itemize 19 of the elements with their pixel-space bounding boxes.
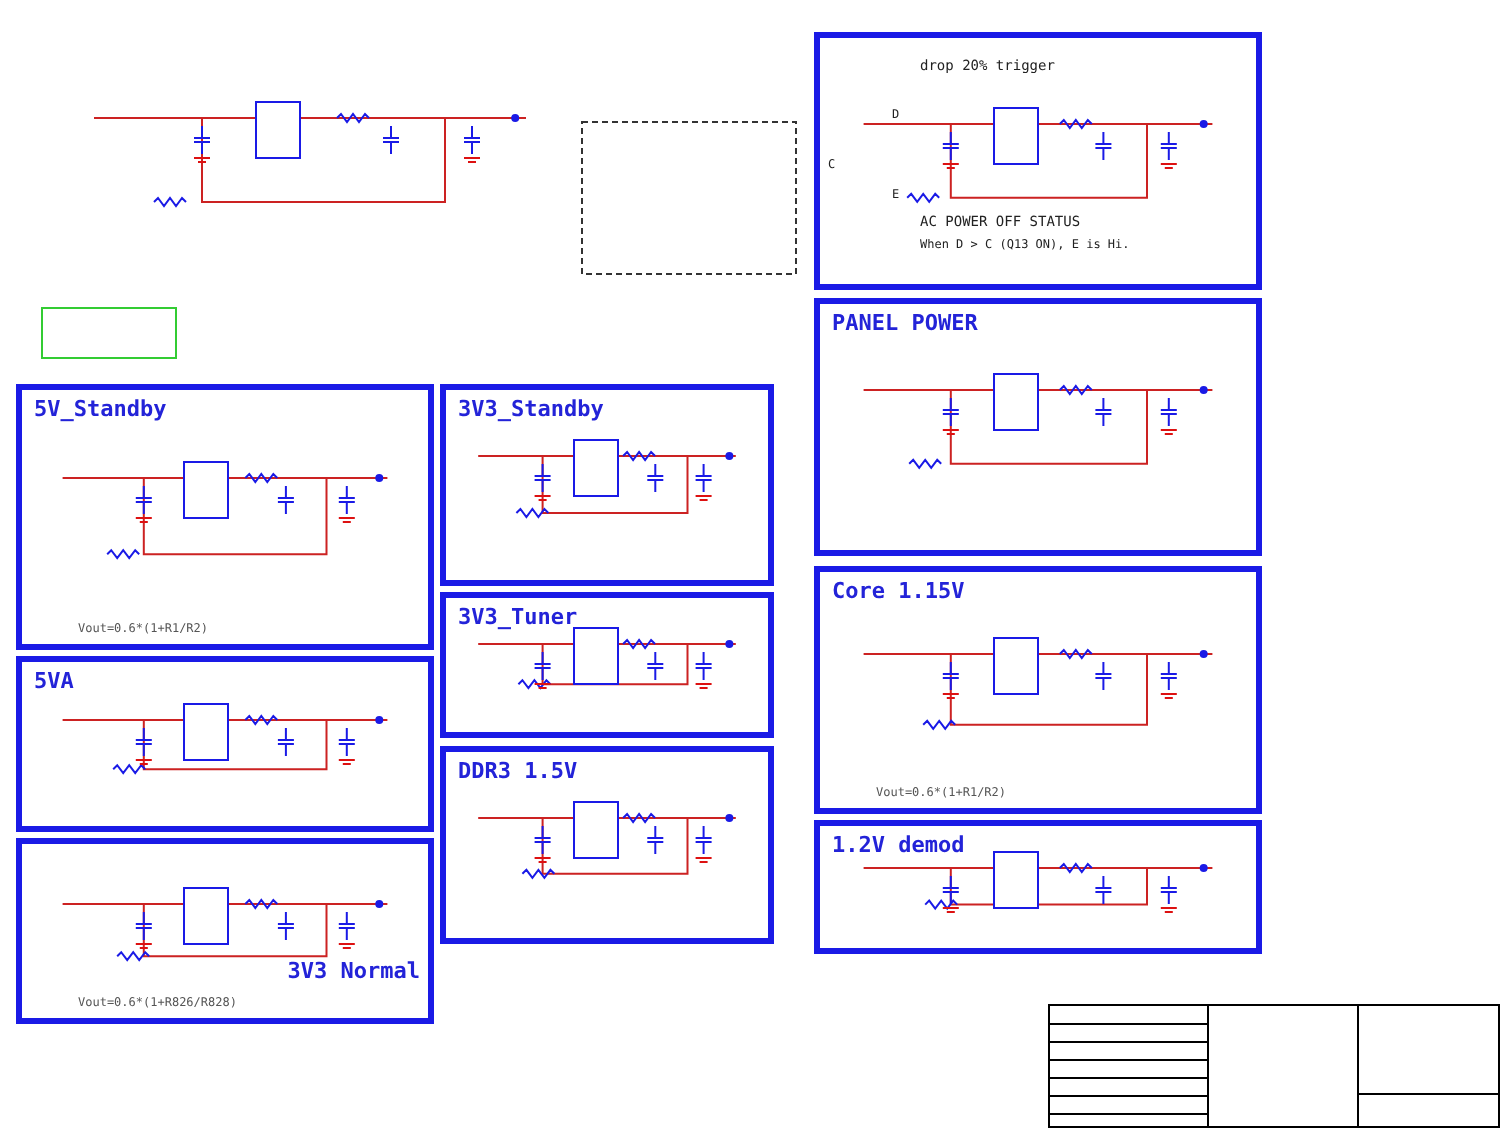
circuit-panel — [440, 592, 774, 738]
section-title: 3V3_Standby — [458, 396, 604, 422]
circuit-panel — [440, 384, 774, 586]
section-title: 5VA — [34, 668, 74, 694]
circuit-panel — [16, 838, 434, 1024]
section-title: 3V3 Normal — [287, 958, 420, 984]
section-title: 5V_Standby — [34, 396, 167, 422]
circuit-panel — [814, 32, 1262, 290]
circuit-panel — [16, 656, 434, 832]
section-title: PANEL POWER — [832, 310, 978, 336]
circuit-panel — [814, 820, 1262, 954]
section-title: 1.2V demod — [832, 832, 965, 858]
section-title: 3V3_Tuner — [458, 604, 578, 630]
circuit-panel — [814, 298, 1262, 556]
circuit-panel — [440, 746, 774, 944]
circuit-panel — [814, 566, 1262, 814]
circuit-panel — [16, 384, 434, 650]
section-title: Core 1.15V — [832, 578, 965, 604]
section-title: DDR3 1.5V — [458, 758, 578, 784]
